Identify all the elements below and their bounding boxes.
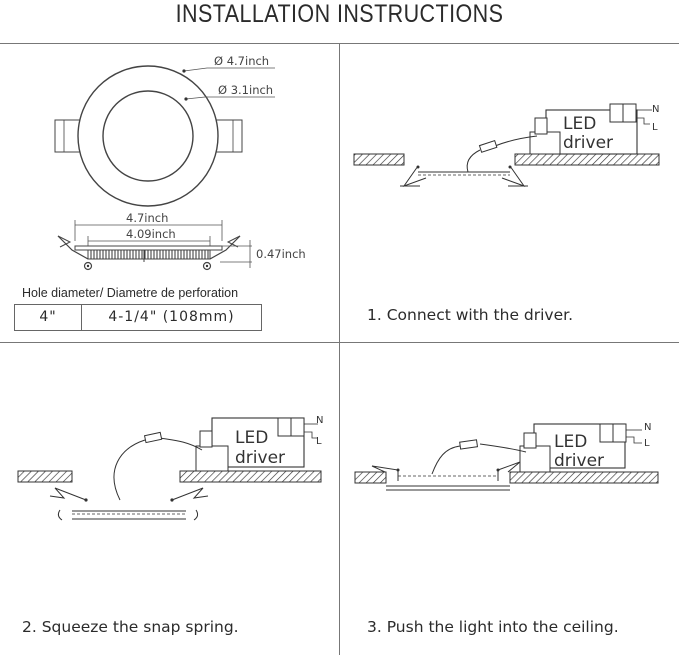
driver-neutral-label: N [652,104,659,115]
ceiling-right [509,471,659,484]
driver-label-led: LED [563,114,596,134]
ceiling-left [354,471,387,484]
driver-label-led: LED [554,432,587,452]
driver-label-driver: driver [554,451,604,471]
inner-lens-circle [102,90,194,182]
driver-label-led: LED [235,428,268,448]
right-spring-clip [215,119,243,153]
driver-live-label: L [644,438,650,449]
hole-cutout-value: 4-1/4" (108mm) [108,309,235,325]
heatsink-fins [87,249,211,260]
ceiling-right [514,153,660,166]
top-view-drawing: Ø 4.7inch Ø 3.1inch [54,54,275,207]
side-view-drawing: 4.7inch 4.09inch 0.47inch [57,211,306,271]
driver-label-driver: driver [235,448,285,468]
page-title: INSTALLATION INSTRUCTIONS [175,0,504,28]
driver-neutral-label: N [644,422,651,433]
hole-size-table: 4" 4-1/4" (108mm) [14,304,262,331]
width-inner-label: 4.09inch [126,227,176,241]
hole-size-value: 4" [15,305,82,330]
step2-drawing: LED driver N L [17,415,323,521]
driver-label-driver: driver [563,133,613,153]
step2-caption: 2. Squeeze the snap spring. [22,618,239,636]
driver-live-label: L [652,122,658,133]
height-label: 0.47inch [256,247,306,261]
hole-diameter-label: Hole diameter/ Diametre de perforation [22,286,239,300]
outer-diameter-label: Ø 4.7inch [214,54,269,68]
left-spring-clip [54,119,82,153]
ceiling-left [353,153,405,166]
step3-caption: 3. Push the light into the ceiling. [367,618,619,636]
step1-drawing: LED driver N L [353,103,660,188]
width-outer-label: 4.7inch [126,211,168,225]
step3-drawing: LED driver N L [354,422,659,491]
step1-caption: 1. Connect with the driver. [367,306,574,324]
driver-live-label: L [316,436,322,447]
ceiling-left [17,470,73,483]
vertical-divider [339,43,340,655]
ceiling-right [179,470,322,483]
driver-neutral-label: N [316,415,323,426]
inner-diameter-label: Ø 3.1inch [218,83,273,97]
